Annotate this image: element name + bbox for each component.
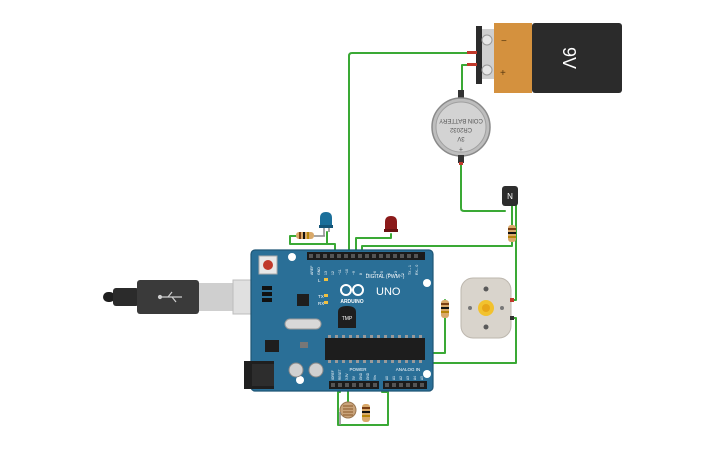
resistor-right[interactable] xyxy=(441,300,449,318)
transistor-label: N xyxy=(507,192,513,201)
coin-battery-plus: + xyxy=(459,145,463,152)
wire-battery-plus-to-coin xyxy=(461,64,478,101)
analog-label: ANALOG IN xyxy=(396,367,421,372)
battery-plus-sign: + xyxy=(500,68,506,79)
pin-label-top: 7 xyxy=(366,273,370,275)
arduino-brand-label: ARDUINO xyxy=(340,299,363,305)
resistor-bottom[interactable] xyxy=(362,404,370,422)
dc-motor[interactable] xyxy=(460,277,514,339)
pin-label-bottom: IOREF xyxy=(331,370,335,380)
bottom-pin-labels: IOREF RESET 3.3V 5V GND GND Vin A0 A1 A2… xyxy=(331,369,424,380)
arduino-model-label: UNO xyxy=(376,286,401,298)
tx-label: TX xyxy=(318,294,324,299)
rx-label: RX xyxy=(318,301,324,306)
led-blue[interactable] xyxy=(319,212,333,236)
pin-label-top: 12 xyxy=(331,271,335,275)
pin-label-top: ~11 xyxy=(338,269,342,275)
pin-label-top: ~9 xyxy=(352,271,356,275)
battery-terminal-minus xyxy=(481,34,493,46)
coin-battery-line3: 3V xyxy=(457,135,464,141)
pin-label-bottom: A3 xyxy=(406,376,410,380)
pin-label-top: RX←0 xyxy=(415,265,419,275)
pin-label-bottom: A0 xyxy=(385,376,389,380)
pin-label-top: 4 xyxy=(387,273,391,275)
pin-label-bottom: A4 xyxy=(413,376,417,380)
wire-bottom-loop xyxy=(337,391,389,426)
pin-label-top: ~3 xyxy=(394,271,398,275)
atmega-chip xyxy=(325,338,425,360)
wire-battery-minus-to-arduino xyxy=(348,52,479,259)
battery-9v[interactable]: − + 9V xyxy=(467,23,622,93)
wire-coin-to-transistor xyxy=(460,157,506,212)
battery-copper-section xyxy=(494,23,532,93)
motor-hub-inner xyxy=(482,304,490,312)
battery-voltage-label: 9V xyxy=(559,47,579,69)
coin-battery-line1: CR2032 xyxy=(449,126,472,132)
pin-label-bottom: 5V xyxy=(352,375,356,380)
usb-icon xyxy=(157,291,182,303)
usb-plug xyxy=(199,283,233,311)
pin-label-bottom: A2 xyxy=(399,376,403,380)
pin-label-bottom: RESET xyxy=(338,369,342,380)
arduino-logo xyxy=(340,284,364,296)
battery-lead-red xyxy=(467,51,477,54)
pin-label-bottom: GND xyxy=(359,372,363,380)
analog-header xyxy=(383,381,427,389)
battery-terminal-plus xyxy=(481,64,493,76)
led-red[interactable] xyxy=(384,216,398,232)
pin-label-top: TX→1 xyxy=(408,265,412,275)
pin-label-top: ~6 xyxy=(373,271,377,275)
power-label: POWER xyxy=(349,367,367,372)
pin-label-bottom: GND xyxy=(366,372,370,380)
coin-battery[interactable]: 3V CR2032 COIN BATTERY + xyxy=(431,90,491,165)
pin-label-bottom: A5 xyxy=(420,376,424,380)
photoresistor[interactable] xyxy=(339,401,357,425)
pin-label-top: 2 xyxy=(401,273,405,275)
resistor-blue-led[interactable] xyxy=(296,232,325,239)
wire-red-led xyxy=(355,233,392,259)
pin-label-top: ~5 xyxy=(380,271,384,275)
temperature-sensor-label: TMP xyxy=(342,316,353,322)
digital-pin-labels: AREF GND 13 12 ~11 ~10 ~9 8 7 ~6 ~5 4 ~3… xyxy=(310,265,419,275)
pin-label-top: AREF xyxy=(310,266,314,275)
wire-blue-led-res xyxy=(289,235,328,245)
temperature-sensor[interactable]: TMP xyxy=(338,306,356,328)
transistor-npn[interactable]: N xyxy=(502,186,518,206)
pin-label-bottom: A1 xyxy=(392,376,396,380)
pin-label-top: 8 xyxy=(359,273,363,275)
battery-minus-sign: − xyxy=(501,36,507,47)
transistor-body xyxy=(502,186,518,206)
pin-label-top: GND xyxy=(317,267,321,275)
pin-label-top: 13 xyxy=(324,271,328,275)
resistor-transistor[interactable] xyxy=(508,225,516,242)
battery-lead-red-2 xyxy=(467,63,477,66)
pin-label-bottom: Vin xyxy=(373,375,377,380)
pin-label-top: ~10 xyxy=(345,269,349,275)
pin-label-bottom: 3.3V xyxy=(345,373,349,380)
l-led-label: L xyxy=(318,278,321,283)
coin-battery-line2: COIN BATTERY xyxy=(439,117,483,123)
usb-cable[interactable] xyxy=(103,279,264,315)
battery-clip xyxy=(476,26,482,84)
digital-label: DIGITAL (PWM~) xyxy=(366,274,405,280)
battery-black-section xyxy=(532,23,622,93)
